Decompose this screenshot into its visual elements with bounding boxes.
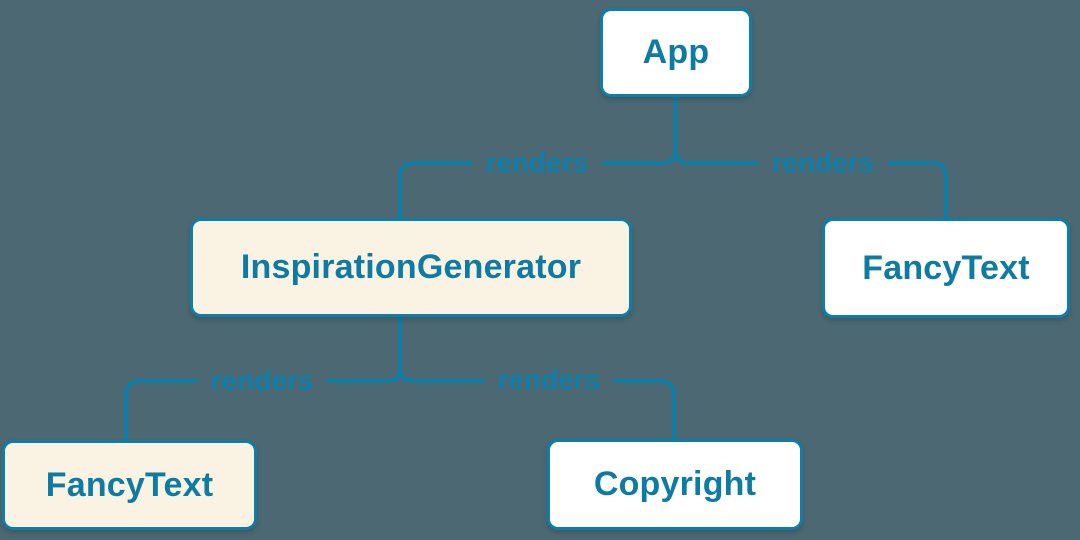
node-fancytext-right: FancyText — [822, 218, 1070, 318]
node-app: App — [600, 8, 752, 97]
node-copyright: Copyright — [547, 439, 803, 530]
node-inspiration-generator: InspirationGenerator — [190, 218, 632, 317]
edge-label-renders: renders — [484, 364, 614, 396]
edge-label-renders: renders — [197, 365, 327, 397]
node-fancytext-left: FancyText — [2, 440, 257, 530]
edge-label-renders: renders — [758, 147, 888, 179]
edge-label-renders: renders — [472, 147, 602, 179]
